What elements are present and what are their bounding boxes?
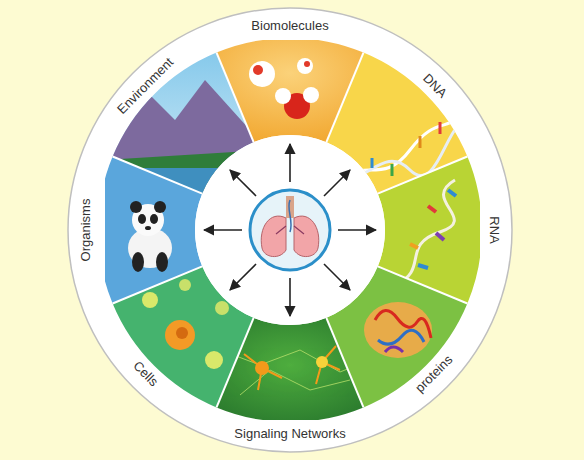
segment-label: Biomolecules	[251, 18, 328, 34]
ring-label: RNA	[486, 216, 502, 243]
segment-label: Organisms	[78, 199, 94, 262]
segment-label: RNA	[486, 216, 502, 243]
ring-label: Organisms	[78, 199, 94, 262]
ring-label: Biomolecules	[251, 18, 328, 34]
segment-label: Signaling Networks	[234, 426, 345, 442]
ring-label: Signaling Networks	[234, 426, 345, 442]
